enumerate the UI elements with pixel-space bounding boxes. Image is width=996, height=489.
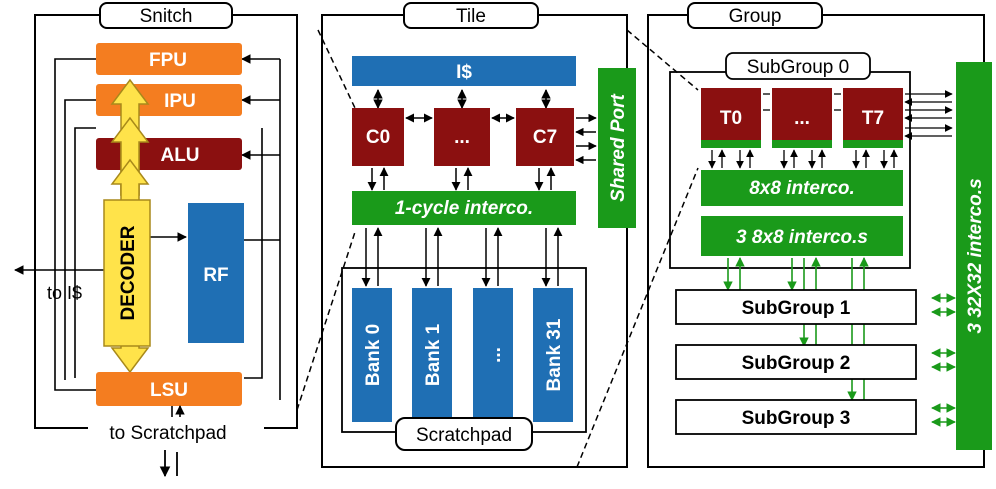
shared-port-block	[598, 68, 636, 228]
core-c7	[516, 108, 574, 166]
tile-t7-label: T7	[862, 108, 884, 129]
core-ellipsis-label: ...	[454, 127, 470, 148]
tile-ellipsis-label: ...	[794, 108, 810, 129]
rf-block	[188, 203, 244, 343]
tile-interco-label: 1-cycle interco.	[395, 198, 533, 219]
subgroup-1-label: SubGroup 1	[742, 298, 851, 319]
core-c7-label: C7	[533, 127, 557, 148]
tile-t7	[843, 88, 903, 148]
bank-0-label: Bank 0	[363, 324, 384, 386]
tile-interco-block	[352, 191, 576, 225]
core-ellipsis	[434, 108, 490, 166]
decoder-label: DECODER	[118, 225, 139, 320]
bank-ellipsis-label: ...	[484, 347, 505, 363]
interco-32x32-block	[956, 62, 992, 450]
snitch-title: Snitch	[140, 6, 193, 27]
subgroup-1	[675, 289, 917, 325]
tile-title: Tile	[456, 6, 486, 27]
rf-label: RF	[203, 265, 228, 286]
to-icache-label: to I$	[47, 283, 82, 303]
subgroup0-label: SubGroup 0	[747, 57, 849, 78]
subgroup-2	[675, 344, 917, 380]
bank-1-label: Bank 1	[423, 323, 444, 386]
fpu-block	[96, 43, 242, 75]
ipu-label: IPU	[164, 91, 196, 112]
decoder-block	[103, 199, 151, 347]
interco-8x8-label: 8x8 interco.	[749, 178, 855, 199]
interco-8x8-block	[701, 170, 903, 206]
bank-1	[412, 288, 452, 422]
shared-port-label: Shared Port	[608, 93, 629, 201]
bank-31-label: Bank 31	[544, 318, 565, 391]
bank-31	[533, 288, 573, 422]
snitch-panel: Snitch FPU IPU ALU DECODER RF	[14, 2, 298, 478]
interco-32x32-label: 3 32X32 interco.s	[965, 178, 986, 333]
subgroup-3-label: SubGroup 3	[742, 408, 851, 429]
tile-t0-label: T0	[720, 108, 742, 129]
tile-panel: Tile I$ C0 ... C7 Shared Port	[321, 2, 636, 468]
tile-ellipsis	[772, 88, 832, 148]
subgroup-2-label: SubGroup 2	[742, 353, 851, 374]
to-scratchpad-label: to Scratchpad	[109, 423, 226, 444]
fpu-label: FPU	[149, 50, 187, 71]
icache-label: I$	[456, 62, 472, 83]
core-c0-label: C0	[366, 127, 390, 148]
tile-t0	[701, 88, 761, 148]
lsu-block	[96, 372, 242, 406]
subgroup-3	[675, 399, 917, 435]
group-panel: Group SubGroup 0 T0 ... T7	[647, 2, 992, 468]
core-c0	[352, 108, 404, 166]
alu-label: ALU	[160, 145, 199, 166]
bank-ellipsis	[473, 288, 513, 422]
snitch-title-box	[99, 2, 233, 29]
bank-0	[352, 288, 392, 422]
lsu-label: LSU	[150, 380, 188, 401]
interco-3-8x8-block	[701, 216, 903, 256]
group-title: Group	[729, 6, 782, 27]
icache-block	[352, 56, 576, 86]
scratchpad-label: Scratchpad	[416, 425, 512, 446]
interco-3-8x8-label: 3 8x8 interco.s	[736, 227, 868, 248]
